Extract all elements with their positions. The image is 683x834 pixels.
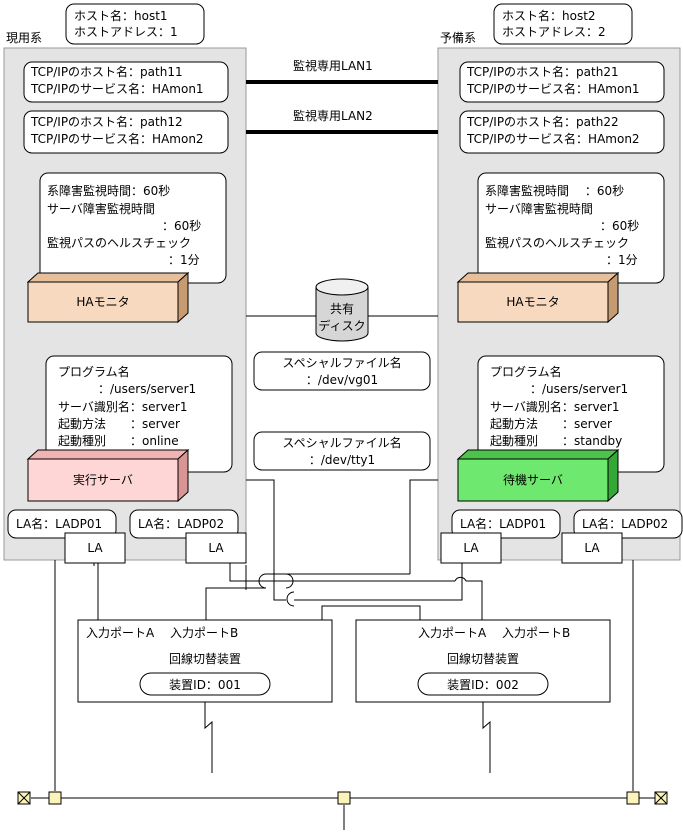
right-program-info: プログラム名 ：/users/server1 サーバ識別名：server1 起動… (477, 355, 665, 473)
left-program-info: プログラム名 ：/users/server1 サーバ識別名：server1 起動… (45, 355, 233, 473)
left-program-line: ：/users/server1 (98, 382, 196, 396)
switch1-name: 回線切替装置 (169, 651, 241, 666)
left-la2-info: LA名：LADP02 (129, 509, 239, 539)
right-la1-adapter: LA (440, 532, 502, 564)
special1-path: ：/dev/vg01 (306, 373, 378, 387)
right-program-line: 起動種別 ：standby (490, 434, 622, 448)
left-monitor-line: 系障害監視時間：60秒 (47, 183, 170, 198)
special2-title: スペシャルファイル名 (282, 435, 401, 450)
left-monitor-line: 監視パスのヘルスチェック (47, 235, 191, 250)
disk-label-line1: 共有 (330, 302, 354, 316)
right-ha-monitor-label: HAモニタ (506, 295, 559, 309)
right-tcp1-host: TCP/IPのホスト名：path21 (466, 64, 619, 79)
right-monitor-line: サーバ障害監視時間 (485, 201, 593, 216)
right-tcp2-service: TCP/IPのサービス名：HAmon2 (466, 131, 640, 146)
host1-address: ホストアドレス：1 (74, 25, 178, 39)
left-la1-label: LA名：LADP01 (16, 516, 102, 531)
terminator-left (17, 791, 31, 805)
tap-right (626, 791, 640, 805)
switch1-id: 装置ID：001 (169, 678, 241, 692)
left-la1-adapter: LA (64, 532, 126, 564)
active-system-label: 現用系 (6, 31, 42, 45)
right-program-line: ：/users/server1 (530, 382, 628, 396)
tap-center (337, 791, 351, 805)
switching-device-001: 入力ポートA 入力ポートB 回線切替装置 装置ID：001 (77, 619, 333, 703)
right-tcp1-info: TCP/IPのホスト名：path21 TCP/IPのサービス名：HAmon1 (459, 61, 665, 103)
left-tcp2-info: TCP/IPのホスト名：path12 TCP/IPのサービス名：HAmon2 (23, 110, 229, 154)
lan1-label: 監視専用LAN1 (293, 58, 373, 73)
switching-device-002: 入力ポートA 入力ポートB 回線切替装置 装置ID：002 (355, 619, 611, 703)
left-program-line: プログラム名 (58, 364, 130, 379)
right-program-line: プログラム名 (490, 364, 562, 379)
left-monitor-settings: 系障害監視時間：60秒 サーバ障害監視時間 ：60秒 監視パスのヘルスチェック … (39, 172, 227, 284)
right-la2-adapter: LA (561, 532, 623, 564)
la-label: LA (208, 541, 224, 555)
right-la1-label: LA名：LADP01 (460, 516, 546, 531)
special-file-vg01: スペシャルファイル名 ：/dev/vg01 (253, 351, 431, 391)
right-server-label: 待機サーバ (503, 472, 563, 487)
la-label: LA (584, 541, 600, 555)
right-tcp2-info: TCP/IPのホスト名：path22 TCP/IPのサービス名：HAmon2 (459, 110, 665, 154)
left-tcp2-host: TCP/IPのホスト名：path12 (30, 114, 183, 129)
host2-info: ホスト名：host2 ホストアドレス：2 (493, 3, 633, 45)
switch2-ports: 入力ポートA 入力ポートB (418, 626, 570, 640)
special-file-tty1: スペシャルファイル名 ：/dev/tty1 (253, 431, 431, 471)
right-la1-info: LA名：LADP01 (451, 509, 561, 539)
right-program-line: 起動方法 ：server (490, 416, 612, 431)
left-ha-monitor: HAモニタ (26, 271, 190, 324)
left-monitor-line: ：60秒 (162, 219, 201, 233)
right-monitor-line: ：1分 (606, 253, 638, 267)
left-program-line: サーバ識別名：server1 (58, 399, 188, 414)
right-la2-info: LA名：LADP02 (573, 509, 683, 539)
left-la2-label: LA名：LADP02 (138, 516, 224, 531)
right-monitor-line: 監視パスのヘルスチェック (485, 235, 629, 250)
left-tcp1-info: TCP/IPのホスト名：path11 TCP/IPのサービス名：HAmon1 (23, 61, 229, 103)
right-program-line: サーバ識別名：server1 (490, 399, 620, 414)
left-tcp1-host: TCP/IPのホスト名：path11 (30, 64, 183, 79)
left-tcp1-service: TCP/IPのサービス名：HAmon1 (30, 81, 204, 96)
special1-title: スペシャルファイル名 (282, 355, 401, 370)
right-monitor-line: 系障害監視時間 ：60秒 (485, 183, 624, 198)
left-program-line: 起動方法 ：server (58, 416, 180, 431)
host1-info: ホスト名：host1 ホストアドレス：1 (65, 3, 205, 45)
right-tcp1-service: TCP/IPのサービス名：HAmon1 (466, 81, 640, 96)
left-exec-server: 実行サーバ (26, 448, 190, 503)
switch2-id: 装置ID：002 (447, 678, 519, 692)
right-tcp2-host: TCP/IPのホスト名：path22 (466, 114, 619, 129)
la-label: LA (463, 541, 479, 555)
right-la2-label: LA名：LADP02 (582, 516, 668, 531)
la-label: LA (87, 541, 103, 555)
switch2-name: 回線切替装置 (447, 651, 519, 666)
special2-path: ：/dev/tty1 (309, 453, 375, 467)
comm-lines (204, 702, 491, 773)
left-la1-info: LA名：LADP01 (7, 509, 117, 539)
right-ha-monitor: HAモニタ (456, 271, 620, 324)
standby-system-label: 予備系 (440, 30, 476, 45)
left-monitor-line: サーバ障害監視時間 (47, 201, 155, 216)
left-server-label: 実行サーバ (73, 472, 133, 487)
host1-name: ホスト名：host1 (74, 8, 168, 23)
left-la2-adapter: LA (185, 532, 247, 564)
lan2-label: 監視専用LAN2 (293, 108, 373, 123)
switch1-ports: 入力ポートA 入力ポートB (86, 626, 238, 640)
terminator-right (654, 791, 668, 805)
shared-disk: 共有 ディスク (315, 278, 369, 342)
lan-bus (17, 560, 668, 830)
host2-name: ホスト名：host2 (502, 8, 596, 23)
left-monitor-line: ：1分 (168, 253, 200, 267)
host2-address: ホストアドレス：2 (502, 25, 606, 39)
right-standby-server: 待機サーバ (456, 448, 620, 503)
right-monitor-settings: 系障害監視時間 ：60秒 サーバ障害監視時間 ：60秒 監視パスのヘルスチェック… (477, 172, 665, 284)
left-tcp2-service: TCP/IPのサービス名：HAmon2 (30, 131, 204, 146)
left-ha-monitor-label: HAモニタ (76, 295, 129, 309)
disk-label-line2: ディスク (318, 318, 365, 333)
right-monitor-line: ：60秒 (600, 219, 639, 233)
tap-left (48, 791, 62, 805)
left-program-line: 起動種別 ：online (58, 434, 179, 448)
serial-lines (97, 479, 483, 620)
